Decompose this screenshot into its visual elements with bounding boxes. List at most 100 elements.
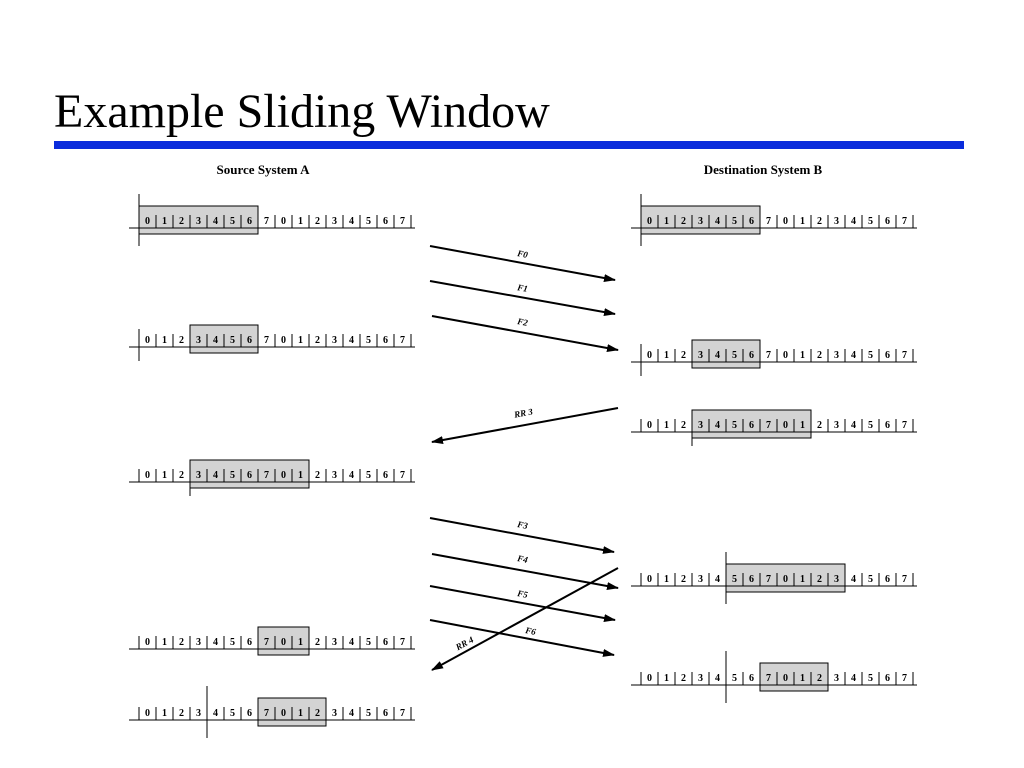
sequence-number: 3 bbox=[196, 470, 201, 481]
sequence-number: 7 bbox=[264, 708, 269, 719]
arrow-line bbox=[429, 517, 615, 554]
sequence-number: 7 bbox=[766, 673, 771, 684]
sequence-number: 0 bbox=[281, 637, 286, 648]
arrow-label: F0 bbox=[515, 248, 529, 260]
arrow-label: RR 4 bbox=[453, 634, 476, 652]
sequence-number: 5 bbox=[230, 335, 235, 346]
sequence-number: 5 bbox=[230, 470, 235, 481]
arrow-line bbox=[431, 567, 619, 671]
sequence-number: 0 bbox=[281, 335, 286, 346]
arrow-line bbox=[429, 619, 615, 657]
sequence-number: 2 bbox=[315, 216, 320, 227]
sequence-number: 7 bbox=[902, 574, 907, 585]
sequence-number: 0 bbox=[783, 216, 788, 227]
sequence-number: 7 bbox=[264, 470, 269, 481]
sequence-number: 1 bbox=[800, 574, 805, 585]
sequence-number: 7 bbox=[902, 350, 907, 361]
sequence-number: 2 bbox=[315, 470, 320, 481]
sequence-number: 2 bbox=[681, 420, 686, 431]
sequence-number: 2 bbox=[179, 216, 184, 227]
frame-arrow-f6: F6 bbox=[429, 619, 615, 657]
sequence-number: 1 bbox=[800, 350, 805, 361]
sequence-number: 3 bbox=[196, 216, 201, 227]
sequence-number: 4 bbox=[213, 637, 218, 648]
sequence-number: 3 bbox=[196, 637, 201, 648]
sequence-number: 4 bbox=[213, 470, 218, 481]
sequence-number: 5 bbox=[732, 420, 737, 431]
sequence-number: 1 bbox=[664, 420, 669, 431]
sequence-number: 7 bbox=[264, 335, 269, 346]
sequence-number: 6 bbox=[749, 673, 754, 684]
sequence-number: 7 bbox=[902, 420, 907, 431]
sequence-number: 1 bbox=[800, 216, 805, 227]
sequence-number: 5 bbox=[868, 574, 873, 585]
sequence-number: 6 bbox=[383, 708, 388, 719]
sequence-number: 6 bbox=[749, 574, 754, 585]
sequence-number: 4 bbox=[349, 216, 354, 227]
arrow-label: F6 bbox=[523, 625, 537, 637]
sequence-number: 5 bbox=[230, 216, 235, 227]
sequence-number: 7 bbox=[400, 335, 405, 346]
destination-system-label: Destination System B bbox=[704, 162, 823, 177]
slide-title: Example Sliding Window bbox=[54, 85, 550, 138]
title-rule bbox=[54, 141, 964, 149]
sequence-number: 0 bbox=[647, 574, 652, 585]
arrow-label: RR 3 bbox=[512, 406, 534, 419]
sequence-number: 0 bbox=[145, 708, 150, 719]
sequence-number: 5 bbox=[868, 216, 873, 227]
arrow-line bbox=[429, 585, 616, 622]
sequence-number: 6 bbox=[383, 470, 388, 481]
sequence-number: 5 bbox=[732, 574, 737, 585]
sequence-number: 2 bbox=[681, 216, 686, 227]
sequence-number: 3 bbox=[834, 574, 839, 585]
sequence-number: 3 bbox=[196, 335, 201, 346]
sequence-number: 2 bbox=[179, 470, 184, 481]
sequence-number: 5 bbox=[868, 350, 873, 361]
sequence-number: 1 bbox=[162, 637, 167, 648]
arrow-line bbox=[429, 280, 616, 317]
sequence-number: 3 bbox=[698, 673, 703, 684]
sequence-number: 1 bbox=[298, 637, 303, 648]
arrow-line bbox=[431, 407, 619, 444]
sequence-number: 7 bbox=[264, 637, 269, 648]
arrow-line bbox=[431, 315, 619, 352]
sequence-number: 7 bbox=[902, 216, 907, 227]
sequence-number: 2 bbox=[179, 335, 184, 346]
sequence-number: 6 bbox=[885, 673, 890, 684]
sequence-number: 4 bbox=[851, 420, 856, 431]
sequence-number: 7 bbox=[766, 350, 771, 361]
sequence-number: 0 bbox=[145, 335, 150, 346]
sequence-number: 6 bbox=[247, 637, 252, 648]
sequence-number: 4 bbox=[349, 708, 354, 719]
sequence-number: 4 bbox=[349, 470, 354, 481]
sequence-number: 0 bbox=[647, 216, 652, 227]
sequence-number: 6 bbox=[383, 335, 388, 346]
sequence-number: 5 bbox=[732, 350, 737, 361]
sequence-number: 4 bbox=[715, 350, 720, 361]
sequence-number: 3 bbox=[834, 420, 839, 431]
sequence-number: 0 bbox=[647, 420, 652, 431]
sequence-number: 3 bbox=[332, 708, 337, 719]
frame-arrow-f5: F5 bbox=[429, 585, 616, 622]
sequence-number: 7 bbox=[902, 673, 907, 684]
arrow-label: F4 bbox=[515, 553, 529, 565]
sequence-number: 0 bbox=[145, 216, 150, 227]
sequence-number: 6 bbox=[749, 350, 754, 361]
sequence-number: 6 bbox=[247, 216, 252, 227]
sequence-number: 1 bbox=[162, 335, 167, 346]
sequence-number: 4 bbox=[715, 673, 720, 684]
arrow-line bbox=[431, 553, 619, 590]
sequence-number: 4 bbox=[349, 637, 354, 648]
sequence-number: 7 bbox=[400, 216, 405, 227]
sliding-window-box bbox=[189, 459, 310, 489]
sequence-number: 1 bbox=[162, 470, 167, 481]
sequence-number: 4 bbox=[851, 673, 856, 684]
sequence-number: 4 bbox=[715, 420, 720, 431]
sequence-number: 6 bbox=[885, 216, 890, 227]
sliding-window-box bbox=[138, 205, 259, 235]
